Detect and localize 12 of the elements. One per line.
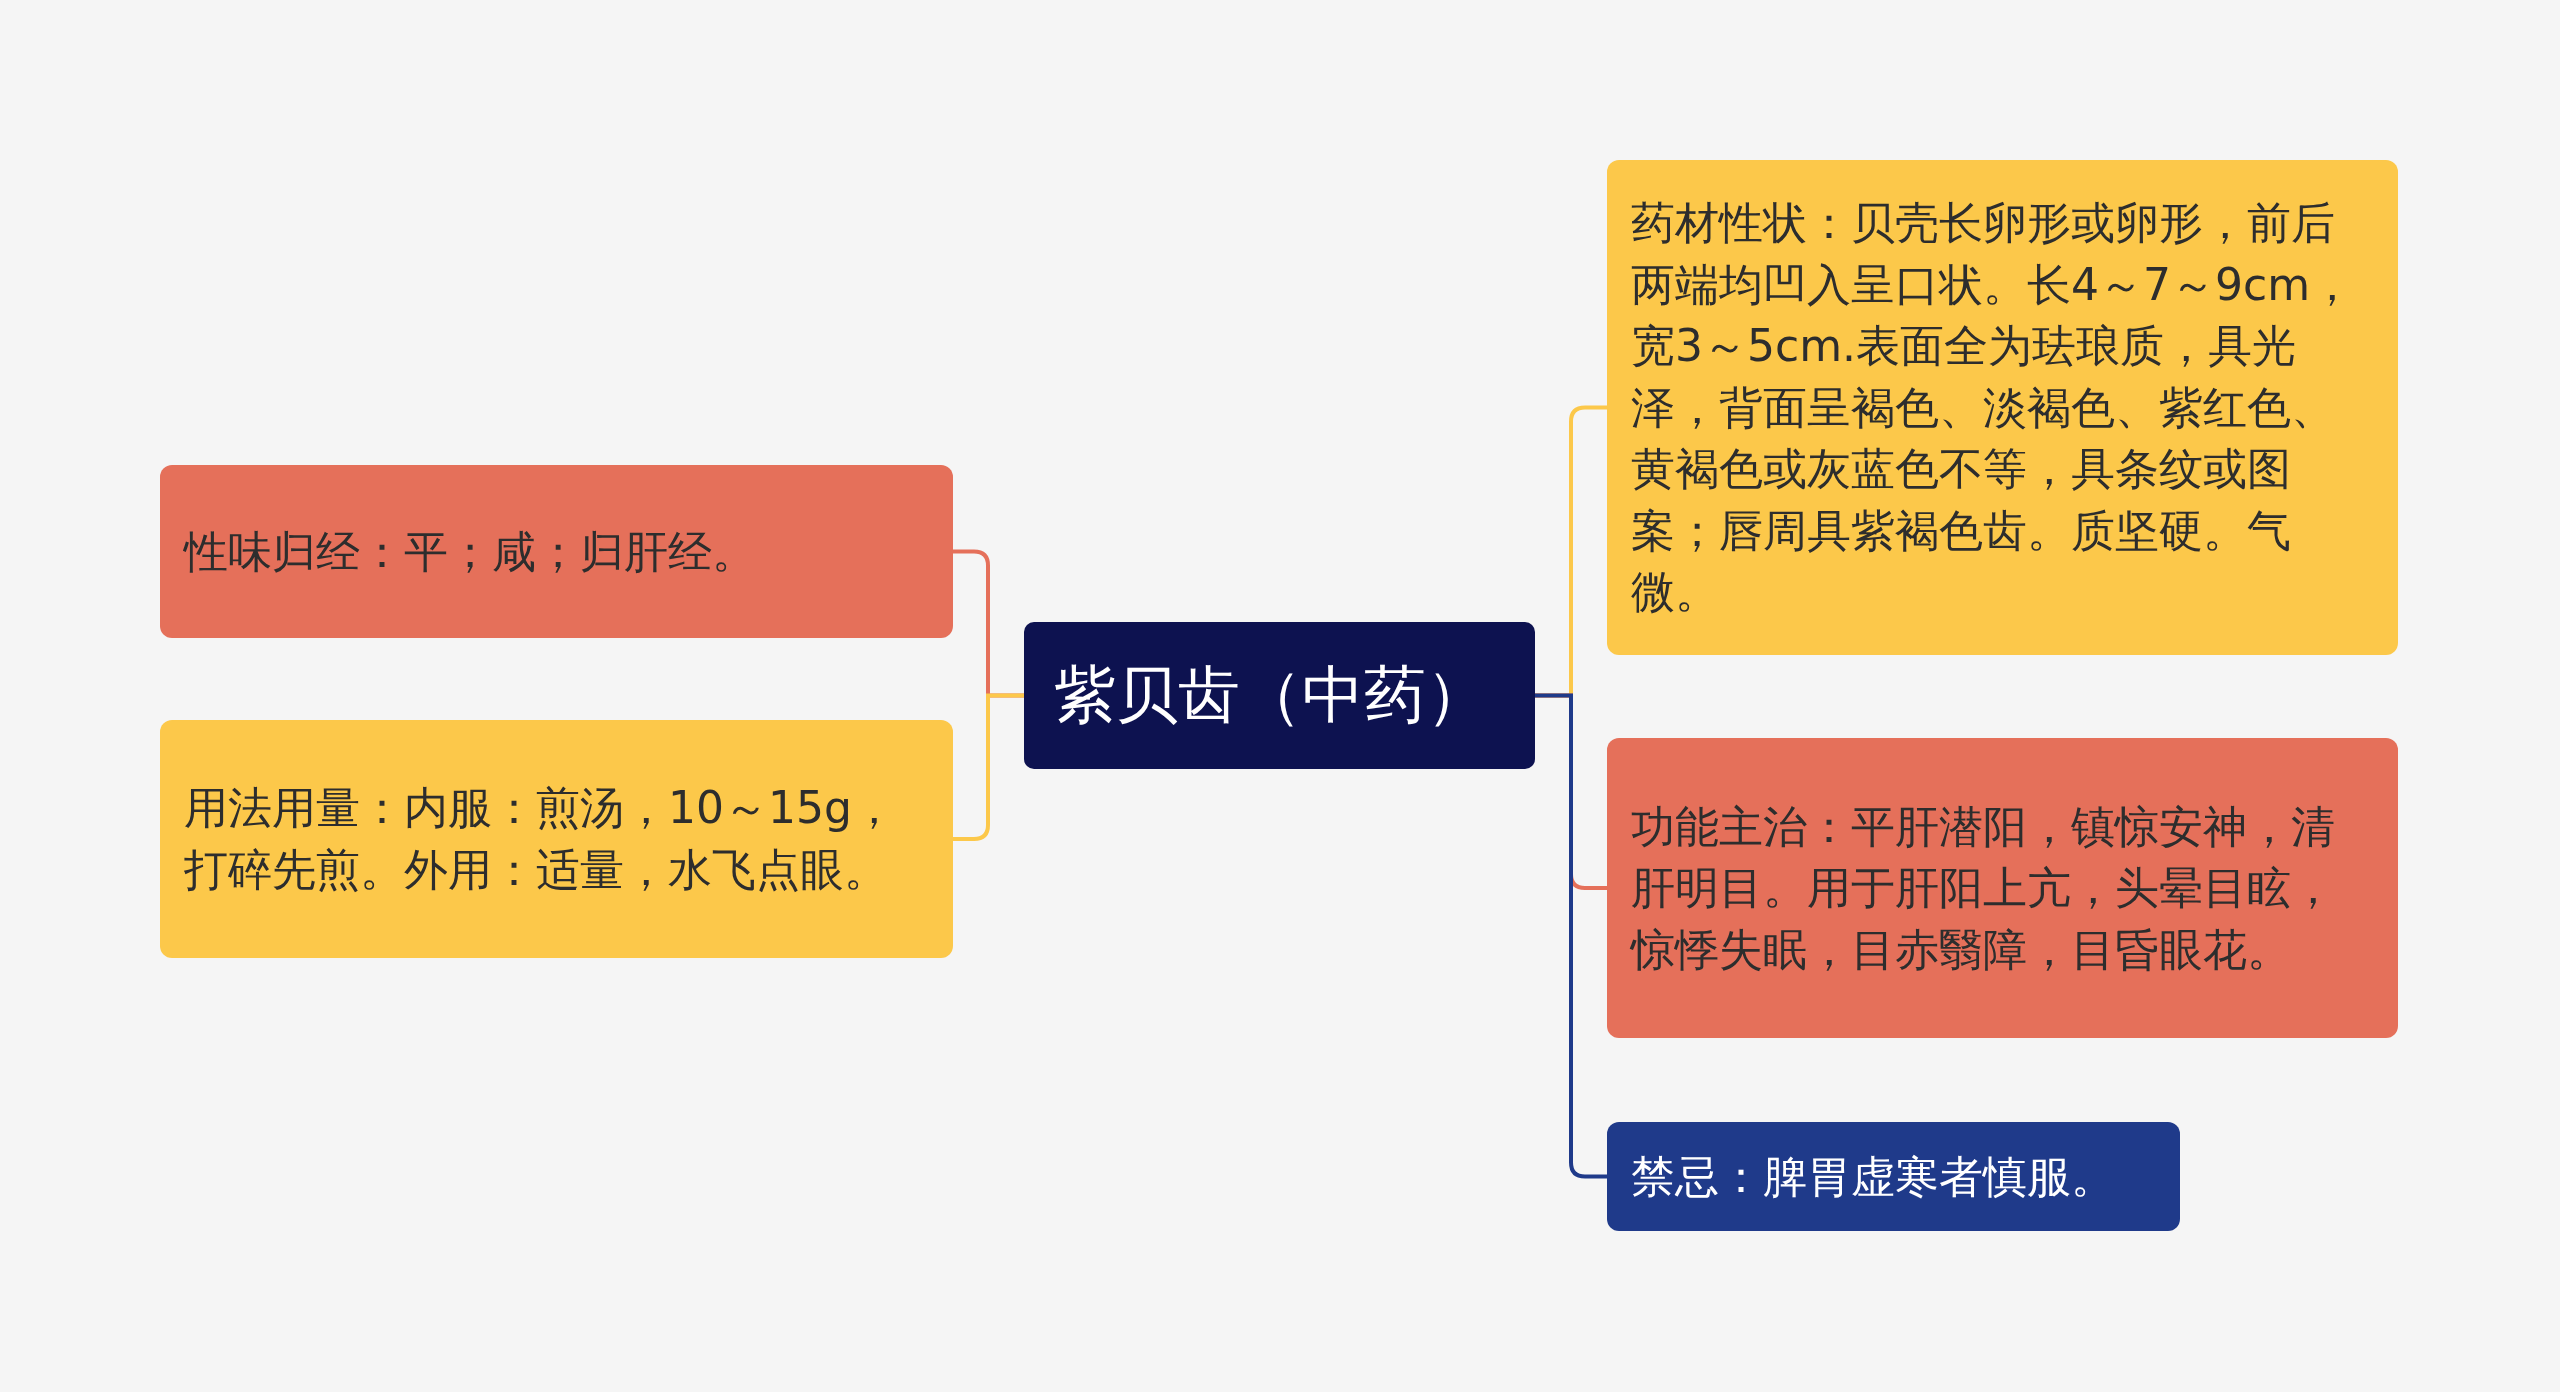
topic-box [1607,738,2398,1038]
topic-box [160,720,953,958]
topic-text: 紫贝齿（中药） [1054,657,1489,734]
topic-box [160,465,953,638]
topic-box [1607,1122,2180,1231]
topic-text: 禁忌：脾胃虚寒者慎服。 [1631,1149,2116,1204]
topic-text: 功能主治：平肝潜阳，镇惊安神，清肝明目。用于肝阳上亢，头晕目眩，惊悸失眠，目赤翳障，目昏眼花。 [1631,799,2336,977]
topic-text: 用法用量：内服：煎汤，10～15g，打碎先煎。外用：适量，水飞点眼。 [184,781,897,897]
topic-text: 性味归经：平；咸；归肝经。 [184,524,757,579]
topic-box [1607,160,2398,655]
root-topic-box [1024,622,1535,769]
topic-text: 药材性状：贝壳长卵形或卵形，前后两端均凹入呈口状。长4～7～9cm，宽3～5cm.表面全为珐琅质，具光泽，背面呈褐色、淡褐色、紫红色、黄褐色或灰蓝色不等，具条纹或图案；唇周具紫褐色齿。质坚硬。气微。 [1631,195,2356,620]
